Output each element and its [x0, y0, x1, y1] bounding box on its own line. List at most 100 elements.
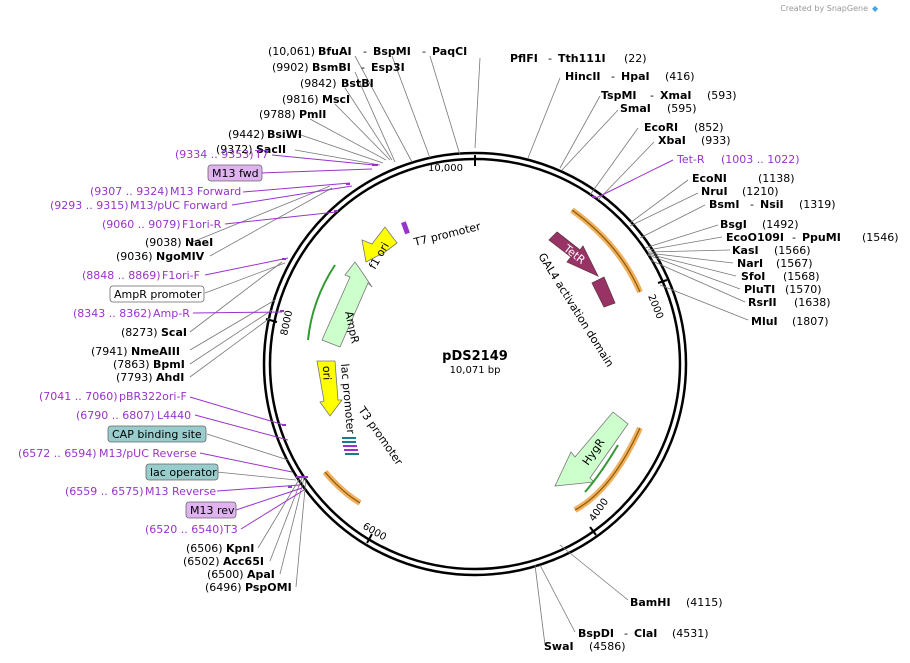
site-pos: (9372) [216, 143, 253, 156]
separator: - [650, 89, 654, 102]
enzyme-label[interactable]: BspDI [578, 627, 614, 640]
enzyme-label[interactable]: BsmI [709, 198, 740, 211]
ampr-promoter-box[interactable] [109, 285, 205, 303]
primer-name[interactable]: T7 [254, 148, 269, 161]
enzyme-label[interactable]: SmaI [620, 102, 651, 115]
site-pos: (595) [667, 102, 697, 115]
enzyme-label[interactable]: BsiWI [267, 128, 302, 141]
site-pos: (6502) [183, 555, 220, 568]
f1-ori-arrow[interactable] [361, 226, 398, 263]
tick-2000 [657, 279, 668, 284]
enzyme-label[interactable]: AhdI [156, 371, 184, 384]
separator: - [792, 231, 796, 244]
site-pos: (7793) [116, 371, 153, 384]
enzyme-label[interactable]: ClaI [634, 627, 657, 640]
enzyme-label[interactable]: NarI [737, 257, 763, 270]
enzyme-label[interactable]: PspOMI [245, 581, 292, 594]
primer-name[interactable]: Amp-R [153, 307, 190, 320]
primer-name[interactable]: F1ori-F [162, 269, 200, 282]
enzyme-label[interactable]: HpaI [621, 70, 650, 83]
ori-arrow[interactable] [316, 360, 343, 417]
primer-name[interactable]: Tet-R [676, 153, 705, 166]
enzyme-label[interactable]: RsrII [748, 296, 777, 309]
hygr-arrow[interactable] [554, 411, 629, 487]
primer-name[interactable]: L4440 [157, 409, 191, 422]
primer-name[interactable]: F1ori-R [182, 218, 222, 231]
enzyme-label[interactable]: KasI [732, 244, 759, 257]
primer-range: (6790 .. 6807) [76, 409, 155, 422]
enzyme-label[interactable]: EcoO109I [726, 231, 784, 244]
site-pos: (1567) [776, 257, 813, 270]
primer-range: (6559 .. 6575) [65, 485, 144, 498]
enzyme-label[interactable]: EcoRI [644, 121, 678, 134]
lac-operator-label: lac operator [150, 466, 217, 479]
enzyme-label[interactable]: BpmI [153, 358, 185, 371]
cap-binding-site-label: CAP binding site [112, 428, 202, 441]
tick-6000 [366, 533, 373, 544]
enzyme-label[interactable]: Tth111I [558, 52, 606, 65]
primer-name[interactable]: M13/pUC Reverse [99, 447, 197, 460]
site-pos: (852) [694, 121, 724, 134]
enzyme-label[interactable]: NaeI [185, 236, 213, 249]
boxed-labels: M13 fwd AmpR promoter CAP binding site l… [107, 164, 263, 519]
site-pos: (10,061) [268, 45, 315, 58]
primer-name[interactable]: M13/pUC Forward [130, 199, 228, 212]
site-pos: (7863) [113, 358, 150, 371]
enzyme-label[interactable]: MscI [322, 93, 350, 106]
orf-arc-lower-right-inner [574, 427, 641, 511]
enzyme-label[interactable]: NruI [701, 185, 728, 198]
separator: - [422, 45, 426, 58]
enzyme-label[interactable]: BsgI [720, 218, 747, 231]
site-pos: (9842) [300, 77, 337, 90]
enzyme-label[interactable]: SacII [256, 143, 286, 156]
gal4-arrow[interactable] [591, 276, 616, 308]
enzyme-label[interactable]: ScaI [161, 326, 187, 339]
enzyme-label[interactable]: NgoMIV [156, 250, 205, 263]
tick-label-10000: 10,000 [428, 163, 463, 174]
enzyme-label[interactable]: NsiI [760, 198, 784, 211]
enzyme-label[interactable]: ApaI [247, 568, 275, 581]
cap-binding-site-box[interactable] [107, 425, 207, 443]
enzyme-label[interactable]: BfuAI [318, 45, 352, 58]
enzyme-label[interactable]: HincII [565, 70, 601, 83]
tetr-arrow[interactable] [548, 231, 599, 277]
enzyme-label[interactable]: PpuMI [802, 231, 841, 244]
enzyme-label[interactable]: NmeAIII [131, 345, 180, 358]
tick-label-8000: 8000 [279, 309, 295, 336]
enzyme-label[interactable]: MluI [751, 315, 778, 328]
primer-name[interactable]: T3 [223, 523, 238, 536]
m13-rev-box[interactable] [185, 501, 237, 519]
enzyme-label[interactable]: XbaI [658, 134, 686, 147]
enzyme-label[interactable]: XmaI [660, 89, 691, 102]
enzyme-label[interactable]: PluTI [744, 283, 775, 296]
separator: - [611, 70, 615, 83]
separator: - [624, 627, 628, 640]
enzyme-label[interactable]: BstBI [341, 77, 374, 90]
site-pos: (9788) [259, 108, 296, 121]
m13-fwd-box[interactable] [207, 164, 263, 182]
enzyme-label[interactable]: PflFI [510, 52, 538, 65]
enzyme-label[interactable]: PmlI [299, 108, 326, 121]
enzyme-label[interactable]: Esp3I [371, 61, 405, 74]
enzyme-label[interactable]: BspMI [373, 45, 411, 58]
backbone-outer [262, 151, 688, 577]
enzyme-label[interactable]: KpnI [226, 542, 254, 555]
primer-name[interactable]: M13 Forward [170, 185, 241, 198]
primer-name[interactable]: M13 Reverse [145, 485, 216, 498]
enzyme-leader-lines [189, 55, 749, 646]
ampr-promoter-label: AmpR promoter [114, 288, 202, 301]
enzyme-label[interactable]: BsmBI [312, 61, 351, 74]
enzyme-label[interactable]: SfoI [741, 270, 765, 283]
enzyme-label[interactable]: PaqCI [432, 45, 467, 58]
enzyme-label[interactable]: EcoNI [692, 172, 727, 185]
enzyme-label[interactable]: Acc65I [223, 555, 264, 568]
enzyme-label[interactable]: SwaI [544, 640, 574, 653]
ampr-arrow[interactable] [321, 261, 373, 348]
primer-name[interactable]: pBR322ori-F [119, 390, 187, 403]
enzyme-label[interactable]: TspMI [601, 89, 637, 102]
hygr-orf-arc [584, 444, 619, 493]
lac-operator-box[interactable] [145, 463, 219, 481]
enzyme-label[interactable]: BamHI [630, 596, 671, 609]
feature-label-ori: ori [320, 366, 333, 381]
t7-promoter-bar[interactable] [401, 221, 410, 235]
